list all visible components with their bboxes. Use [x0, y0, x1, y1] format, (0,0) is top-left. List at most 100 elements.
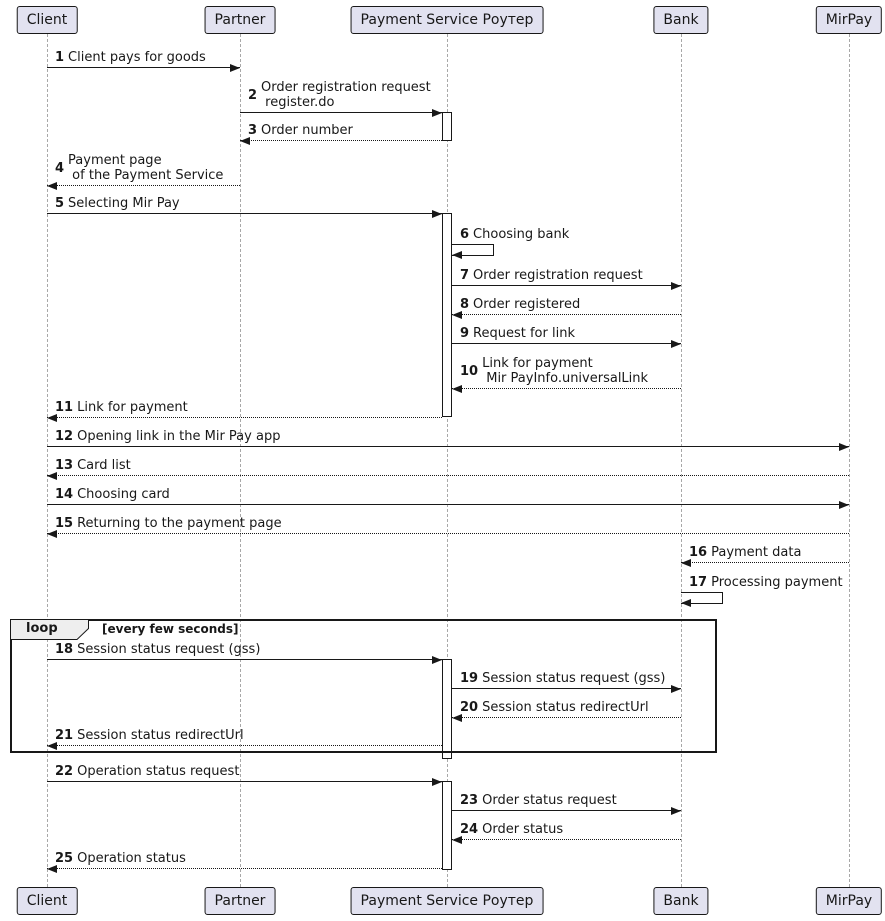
message-1-line: [47, 67, 240, 68]
message-number: 17: [689, 575, 708, 590]
message-text: Client pays for goods: [68, 50, 206, 65]
message-text-line: Selecting Mir Pay: [68, 196, 180, 211]
activation-bar: [442, 781, 452, 870]
message-text-line: Payment page: [68, 153, 162, 168]
message-21-line: [47, 745, 442, 746]
message-number: 11: [55, 400, 74, 415]
message-text-line: Client pays for goods: [68, 50, 206, 65]
arrowhead-icon: [432, 656, 442, 664]
message-number: 8: [460, 297, 470, 312]
message-number: 25: [55, 851, 74, 866]
message-text-line: register.do: [261, 95, 335, 110]
participant-label: MirPay: [825, 12, 873, 28]
arrowhead-icon: [47, 182, 57, 190]
message-number: 16: [689, 545, 708, 560]
message-text-line: Session status redirectUrl: [77, 728, 244, 743]
message-5-line: [47, 213, 442, 214]
message-14-line: [47, 504, 849, 505]
participant-bank-top: Bank: [653, 6, 709, 34]
message-text-line: Returning to the payment page: [77, 516, 282, 531]
message-text: Operation status: [77, 851, 186, 866]
loop-guard-label: [every few seconds]: [102, 622, 239, 636]
participant-partner-bottom: Partner: [204, 887, 276, 915]
message-text-line: Link for payment: [77, 400, 188, 415]
message-text-line: Session status redirectUrl: [482, 700, 649, 715]
message-text: Order number: [261, 123, 353, 138]
message-18-line: [47, 659, 442, 660]
message-text-line: Session status request (gss): [77, 642, 261, 657]
message-number: 21: [55, 728, 74, 743]
arrowhead-icon: [671, 340, 681, 348]
message-text: Payment page of the Payment Service: [68, 153, 223, 183]
arrowhead-icon: [432, 210, 442, 218]
participant-label: Client: [26, 12, 68, 28]
message-9-line: [452, 343, 681, 344]
loop-keyword: loop: [26, 621, 58, 636]
message-text: Session status redirectUrl: [482, 700, 649, 715]
arrowhead-icon: [47, 472, 57, 480]
participant-bank-bottom: Bank: [653, 887, 709, 915]
arrowhead-icon: [240, 137, 250, 145]
arrowhead-icon: [671, 282, 681, 290]
message-text-line: Mir PayInfo.universalLink: [482, 371, 649, 386]
activation-bar: [442, 659, 452, 759]
arrowhead-icon: [452, 836, 462, 844]
message-10-line: [452, 388, 681, 389]
arrowhead-icon: [839, 443, 849, 451]
participant-router-top: Payment Service Роутер: [350, 6, 544, 34]
message-text-line: Order registration request: [261, 80, 431, 95]
arrowhead-icon: [671, 685, 681, 693]
message-22-line: [47, 781, 442, 782]
participant-mirpay-top: MirPay: [815, 6, 883, 34]
arrowhead-icon: [230, 64, 240, 72]
message-4-line: [47, 185, 240, 186]
message-text-line: Session status request (gss): [482, 671, 666, 686]
activation-bar: [442, 112, 452, 141]
message-text-line: Payment data: [711, 545, 802, 560]
lifeline-mirpay: [849, 34, 850, 887]
message-number: 14: [55, 487, 74, 502]
message-text-line: Choosing bank: [473, 227, 570, 242]
loop-keyword-badge: [10, 619, 90, 640]
message-text-line: Order status request: [482, 793, 617, 808]
message-text-line: of the Payment Service: [68, 168, 224, 183]
message-text-line: Opening link in the Mir Pay app: [77, 429, 281, 444]
participant-label: Partner: [214, 893, 266, 909]
message-12-line: [47, 446, 849, 447]
message-text-line: Request for link: [473, 326, 575, 341]
message-text-line: Order status: [482, 822, 564, 837]
arrowhead-icon: [452, 251, 462, 259]
message-number: 7: [460, 268, 470, 283]
message-7-line: [452, 285, 681, 286]
arrowhead-icon: [47, 742, 57, 750]
message-number: 23: [460, 793, 479, 808]
message-text-line: Operation status: [77, 851, 186, 866]
message-6-self-arrow: [452, 244, 494, 256]
arrowhead-icon: [839, 501, 849, 509]
message-text: Choosing bank: [473, 227, 569, 242]
arrowhead-icon: [681, 559, 691, 567]
message-text: Operation status request: [77, 764, 239, 779]
message-19-line: [452, 688, 681, 689]
message-text-line: Card list: [77, 458, 131, 473]
message-number: 9: [460, 326, 470, 341]
lifeline-partner: [240, 34, 241, 887]
participant-label: Bank: [663, 12, 699, 28]
message-number: 13: [55, 458, 74, 473]
message-8-line: [452, 314, 681, 315]
loop-fragment: loop [every few seconds]: [10, 619, 717, 753]
participant-mirpay-bottom: MirPay: [815, 887, 883, 915]
